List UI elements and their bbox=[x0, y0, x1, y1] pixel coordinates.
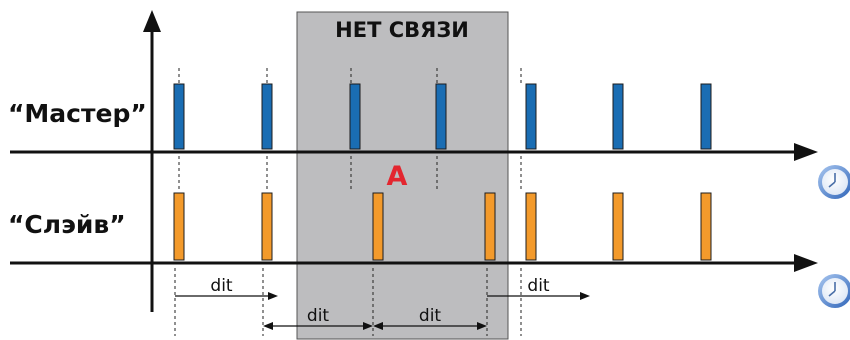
slave-pulse bbox=[372, 192, 384, 261]
dit-interval-arrow: dit bbox=[175, 276, 278, 300]
vertical-axis bbox=[143, 10, 161, 312]
slave-pulse bbox=[173, 192, 185, 261]
master-pulses bbox=[173, 83, 712, 150]
dit-interval-arrow: dit bbox=[487, 276, 590, 300]
slave-label: “Слэйв” bbox=[8, 210, 126, 239]
master-pulse bbox=[525, 83, 537, 150]
dit-label: dit bbox=[210, 276, 233, 296]
clock-icon bbox=[818, 165, 850, 199]
dit-label: dit bbox=[307, 306, 330, 326]
marker-a: A bbox=[387, 161, 408, 192]
no-connection-zone: НЕТ СВЯЗИ bbox=[296, 11, 509, 340]
master-pulse bbox=[261, 83, 273, 150]
dit-label: dit bbox=[419, 306, 442, 326]
clock-icon bbox=[818, 274, 850, 308]
master-pulse bbox=[349, 83, 361, 150]
guide-lines bbox=[174, 68, 522, 336]
slave-timeline bbox=[10, 254, 818, 272]
dit-interval-arrow: dit bbox=[263, 306, 373, 330]
master-pulse bbox=[435, 83, 447, 150]
zone-label: НЕТ СВЯЗИ bbox=[335, 18, 469, 42]
slave-pulse bbox=[484, 192, 496, 261]
master-timeline bbox=[10, 143, 818, 161]
dit-label: dit bbox=[527, 276, 550, 296]
slave-pulse bbox=[700, 192, 712, 261]
master-label: “Мастер” bbox=[8, 99, 147, 128]
master-pulse bbox=[173, 83, 185, 150]
dit-interval-arrow: dit bbox=[373, 306, 487, 330]
master-pulse bbox=[612, 83, 624, 150]
dit-intervals: dit dit dit dit bbox=[175, 276, 590, 330]
slave-pulse bbox=[525, 192, 537, 261]
slave-pulses bbox=[173, 192, 712, 261]
master-pulse bbox=[700, 83, 712, 150]
slave-pulse bbox=[261, 192, 273, 261]
slave-pulse bbox=[612, 192, 624, 261]
